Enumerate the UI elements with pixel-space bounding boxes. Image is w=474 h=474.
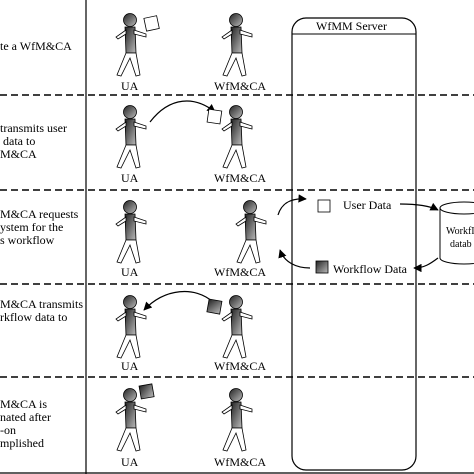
ua-figure xyxy=(115,13,147,77)
wfmca-figure xyxy=(221,295,253,359)
database-label: WorkfI xyxy=(446,226,474,237)
workflow-data-label: Workflow Data xyxy=(333,262,408,276)
step-text: transmits user data to M&CA xyxy=(0,121,67,161)
wfmca-figure xyxy=(221,105,253,169)
wfmca-figure xyxy=(235,200,267,264)
ua-label: UA xyxy=(121,79,139,93)
ua-figure xyxy=(115,105,147,169)
wfmca-figure xyxy=(221,388,253,452)
step-text: te a WfM&CA xyxy=(0,39,72,53)
wfmca-figure xyxy=(221,13,253,77)
ua-label: UA xyxy=(121,455,139,469)
document-icon xyxy=(138,383,155,400)
response-arrow xyxy=(278,249,311,269)
wfmca-label: WfM&CA xyxy=(214,359,266,373)
document-icon xyxy=(143,15,160,32)
transfer-arrow xyxy=(149,100,216,123)
document-icon xyxy=(206,298,223,315)
wfmca-label: WfM&CA xyxy=(214,455,266,469)
request-arrow xyxy=(277,194,307,216)
ua-label: UA xyxy=(121,359,139,373)
wfmca-label: WfM&CA xyxy=(214,79,266,93)
wfmca-label: WfM&CA xyxy=(214,265,266,279)
step-text: M&CA requests ystem for the s workflow xyxy=(0,207,79,247)
workflow-data-icon xyxy=(315,260,329,274)
query-arrow xyxy=(399,202,439,211)
user-data-icon xyxy=(317,199,331,213)
ua-figure xyxy=(115,295,147,359)
step-text: M&CA transmits rkflow data to xyxy=(0,297,84,324)
ua-figure xyxy=(115,200,147,264)
server-title: WfMM Server xyxy=(316,19,387,33)
wfmca-label: WfM&CA xyxy=(214,171,266,185)
step-text: M&CA is nated after -on mplished xyxy=(0,397,51,450)
transfer-arrow xyxy=(143,290,214,311)
document-icon xyxy=(206,108,223,125)
database-label: datab xyxy=(450,239,472,250)
result-arrow xyxy=(413,257,439,273)
database-icon xyxy=(439,201,474,265)
server-box xyxy=(291,17,417,471)
user-data-label: User Data xyxy=(343,198,392,212)
ua-label: UA xyxy=(121,265,139,279)
ua-label: UA xyxy=(121,171,139,185)
